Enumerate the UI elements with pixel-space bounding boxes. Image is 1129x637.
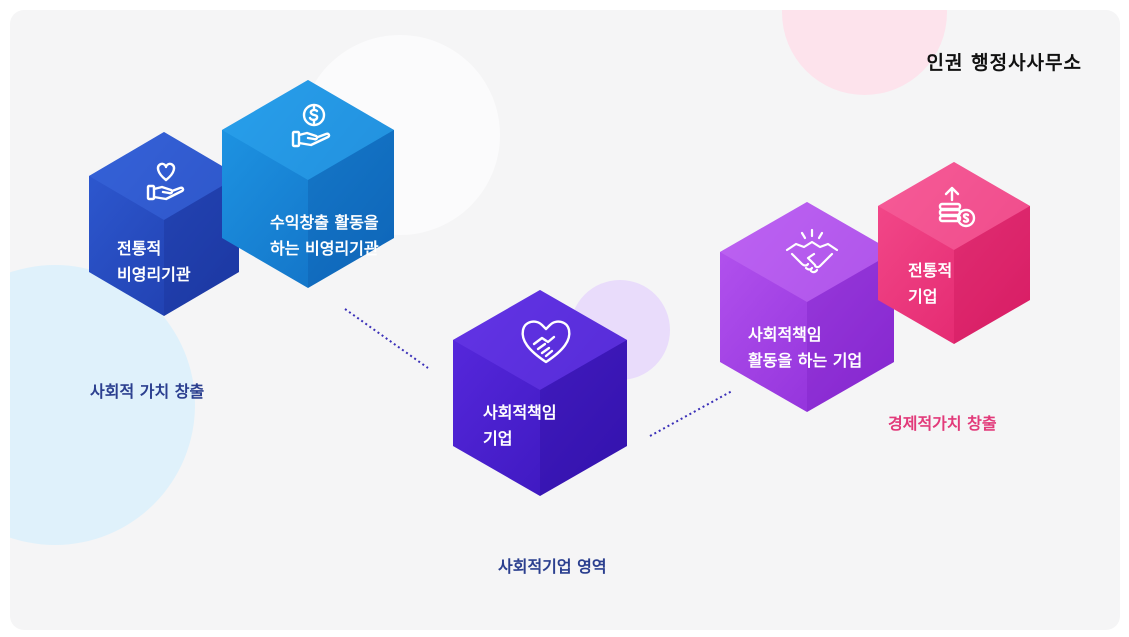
- caption-economic-value: 경제적가치 창출: [888, 414, 997, 433]
- cube-label: 전통적 기업: [908, 258, 952, 310]
- label-line1: 사회적책임: [483, 403, 557, 422]
- label-line2: 기업: [483, 429, 513, 448]
- label-line1: 사회적책임: [748, 325, 822, 344]
- cube-csr-company: 사회적책임 활동을 하는 기업: [720, 202, 894, 412]
- connector-left: [344, 308, 429, 369]
- label-line1: 수익창출 활동을: [270, 213, 379, 232]
- dotted-connectors: [344, 308, 733, 437]
- label-line2: 하는 비영리기관: [270, 239, 379, 258]
- caption-social-enterprise-area: 사회적기업 영역: [498, 557, 607, 576]
- diagram-panel: 인권 행정사사무소 전통적 비영리기관: [10, 10, 1120, 630]
- brand-title: 인권 행정사사무소: [926, 52, 1082, 74]
- coins-growth-icon: [932, 182, 980, 230]
- label-line1: 전통적: [908, 261, 953, 280]
- cube-label: 전통적 비영리기관: [117, 236, 191, 288]
- label-line1: 전통적: [117, 239, 162, 258]
- label-line2: 활동을 하는 기업: [748, 351, 863, 370]
- caption-social-value: 사회적 가치 창출: [90, 382, 205, 401]
- cube-revenue-nonprofit: 수익창출 활동을 하는 비영리기관: [222, 80, 394, 288]
- cube-label: 수익창출 활동을 하는 비영리기관: [270, 210, 379, 262]
- heart-hand-icon: [144, 160, 188, 204]
- heart-handshake-icon: [518, 316, 574, 366]
- connector-right: [649, 390, 733, 437]
- cube-traditional-company: 전통적 기업: [878, 162, 1030, 344]
- handshake-icon: [784, 228, 840, 278]
- cube-label: 사회적책임 활동을 하는 기업: [748, 322, 862, 374]
- cube-label: 사회적책임 기업: [483, 400, 557, 452]
- dollar-hand-icon: [288, 102, 336, 150]
- cube-social-responsibility: 사회적책임 기업: [453, 290, 627, 496]
- label-line2: 비영리기관: [117, 265, 191, 284]
- cube-traditional-nonprofit: 전통적 비영리기관: [89, 132, 239, 316]
- label-line2: 기업: [908, 287, 938, 306]
